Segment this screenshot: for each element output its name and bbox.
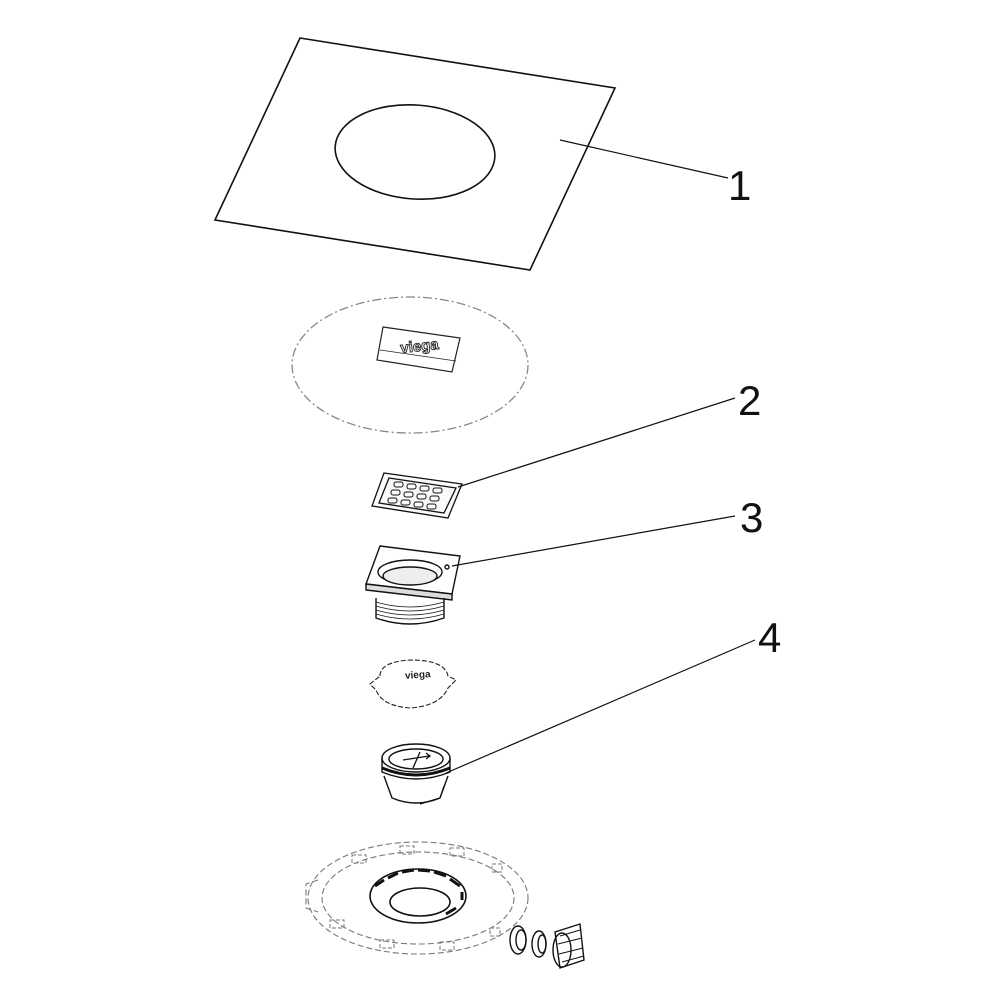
leader-lines	[445, 139, 756, 774]
grating-slots	[387, 481, 443, 510]
callout-2: 2	[738, 377, 762, 424]
drain-outlet-ring	[369, 868, 467, 924]
sealing-sheet-hole	[334, 103, 496, 201]
callout-3: 3	[740, 494, 764, 541]
leader-line-1	[559, 139, 729, 179]
leader-line-4	[445, 639, 756, 774]
leader-line-2	[457, 397, 736, 488]
adhesive-pad: viega	[291, 296, 529, 434]
threaded-neck	[375, 598, 445, 625]
seal-ring-2	[531, 930, 547, 958]
thread-lines	[375, 601, 445, 620]
callout-1: 1	[728, 162, 752, 209]
brand-label-plate: viega	[376, 326, 461, 373]
drain-tabs	[329, 845, 503, 951]
callout-4: 4	[758, 614, 782, 661]
brand-mark-viega-cap: viega	[405, 669, 432, 682]
odour-trap-insert	[381, 743, 451, 805]
grating-frame	[365, 545, 461, 625]
leader-line-3	[451, 515, 736, 567]
sealing-sleeve	[213, 37, 617, 271]
drain-body	[305, 841, 529, 955]
protective-cap: viega	[369, 659, 457, 709]
connection-fittings	[509, 923, 585, 969]
union-nut	[552, 923, 585, 969]
sealing-sheet-outline	[213, 37, 617, 271]
brand-mark-viega: viega	[400, 336, 441, 357]
seal-ring-1	[509, 925, 527, 955]
grating	[371, 472, 463, 519]
adhesive-pad-outline	[291, 296, 529, 434]
insert-handle-arrow	[402, 751, 432, 769]
